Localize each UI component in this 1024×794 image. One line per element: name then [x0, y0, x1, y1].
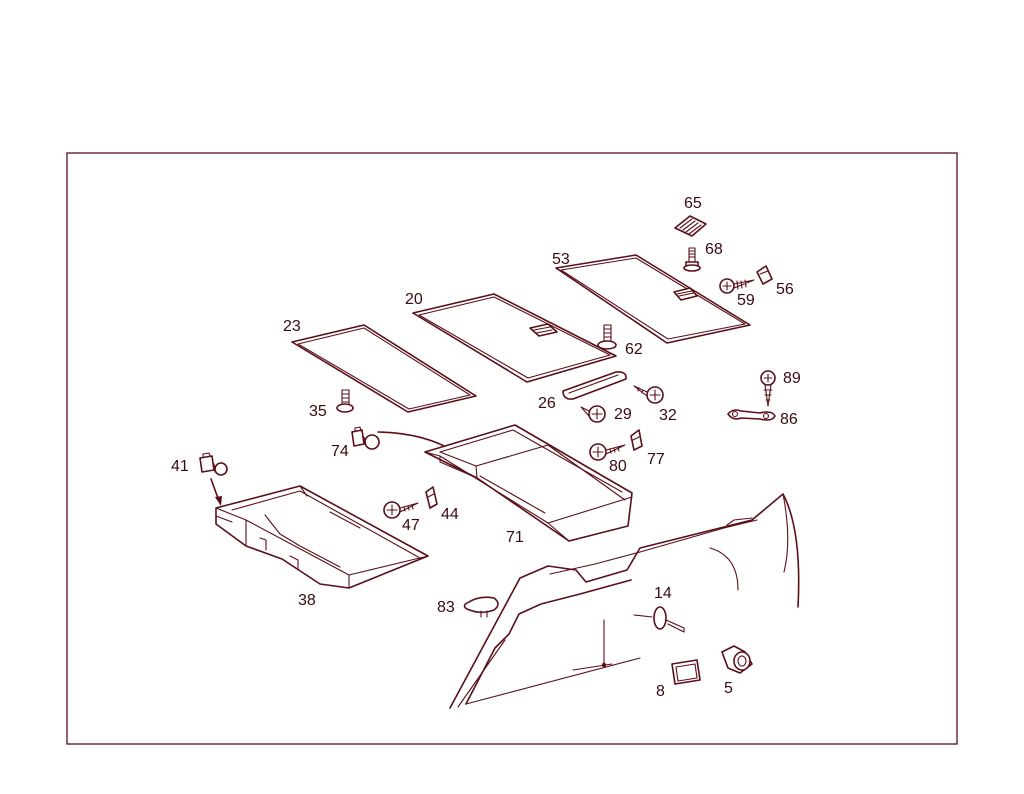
label-65: 65: [684, 195, 702, 212]
label-59: 59: [737, 292, 755, 309]
part-41-clip: [199, 452, 228, 476]
label-86: 86: [780, 411, 798, 428]
part-8-pad: [671, 659, 701, 685]
part-74-clip: [351, 426, 380, 450]
part-14-stud: [633, 606, 685, 633]
trunk-body: [449, 493, 800, 709]
part-53-panel: [555, 254, 751, 344]
part-38-tray: [215, 485, 429, 589]
label-62: 62: [625, 341, 643, 358]
part-5-grommet: [721, 645, 753, 674]
label-80: 80: [609, 458, 627, 475]
label-5: 5: [724, 680, 733, 697]
label-44: 44: [441, 506, 459, 523]
part-65-grille: [674, 215, 707, 237]
part-47-screw: [383, 501, 419, 519]
label-68: 68: [705, 241, 723, 258]
label-32: 32: [659, 407, 677, 424]
label-38: 38: [298, 592, 316, 609]
diagram-frame: [66, 152, 958, 745]
part-80-screw: [589, 443, 626, 461]
label-29: 29: [614, 406, 632, 423]
part-89-screw: [760, 370, 776, 407]
part-83-plug: [463, 596, 499, 618]
label-77: 77: [647, 451, 665, 468]
label-20: 20: [405, 291, 423, 308]
part-56-clip: [756, 265, 773, 285]
part-59-screw: [719, 278, 755, 294]
part-86-bracket: [727, 409, 776, 421]
label-8: 8: [656, 683, 665, 700]
part-29-screw: [580, 405, 606, 423]
label-23: 23: [283, 318, 301, 335]
part-77-clip: [630, 429, 643, 451]
part-20-panel: [412, 293, 617, 383]
label-83: 83: [437, 599, 455, 616]
label-41: 41: [171, 458, 189, 475]
part-23-panel: [291, 324, 477, 413]
part-62-bolt: [597, 324, 617, 350]
label-47: 47: [402, 517, 420, 534]
label-35: 35: [309, 403, 327, 420]
label-26: 26: [538, 395, 556, 412]
label-53: 53: [552, 251, 570, 268]
label-56: 56: [776, 281, 794, 298]
label-14: 14: [654, 585, 672, 602]
part-35-bolt: [336, 389, 354, 413]
part-44-clip: [425, 486, 438, 509]
label-89: 89: [783, 370, 801, 387]
part-71-tray: [424, 424, 633, 542]
arrowhead-41: [215, 496, 222, 506]
part-26-trim: [562, 371, 627, 400]
part-68-bolt: [683, 247, 701, 272]
label-71: 71: [506, 529, 524, 546]
label-74: 74: [331, 443, 349, 460]
part-32-screw: [633, 385, 664, 404]
